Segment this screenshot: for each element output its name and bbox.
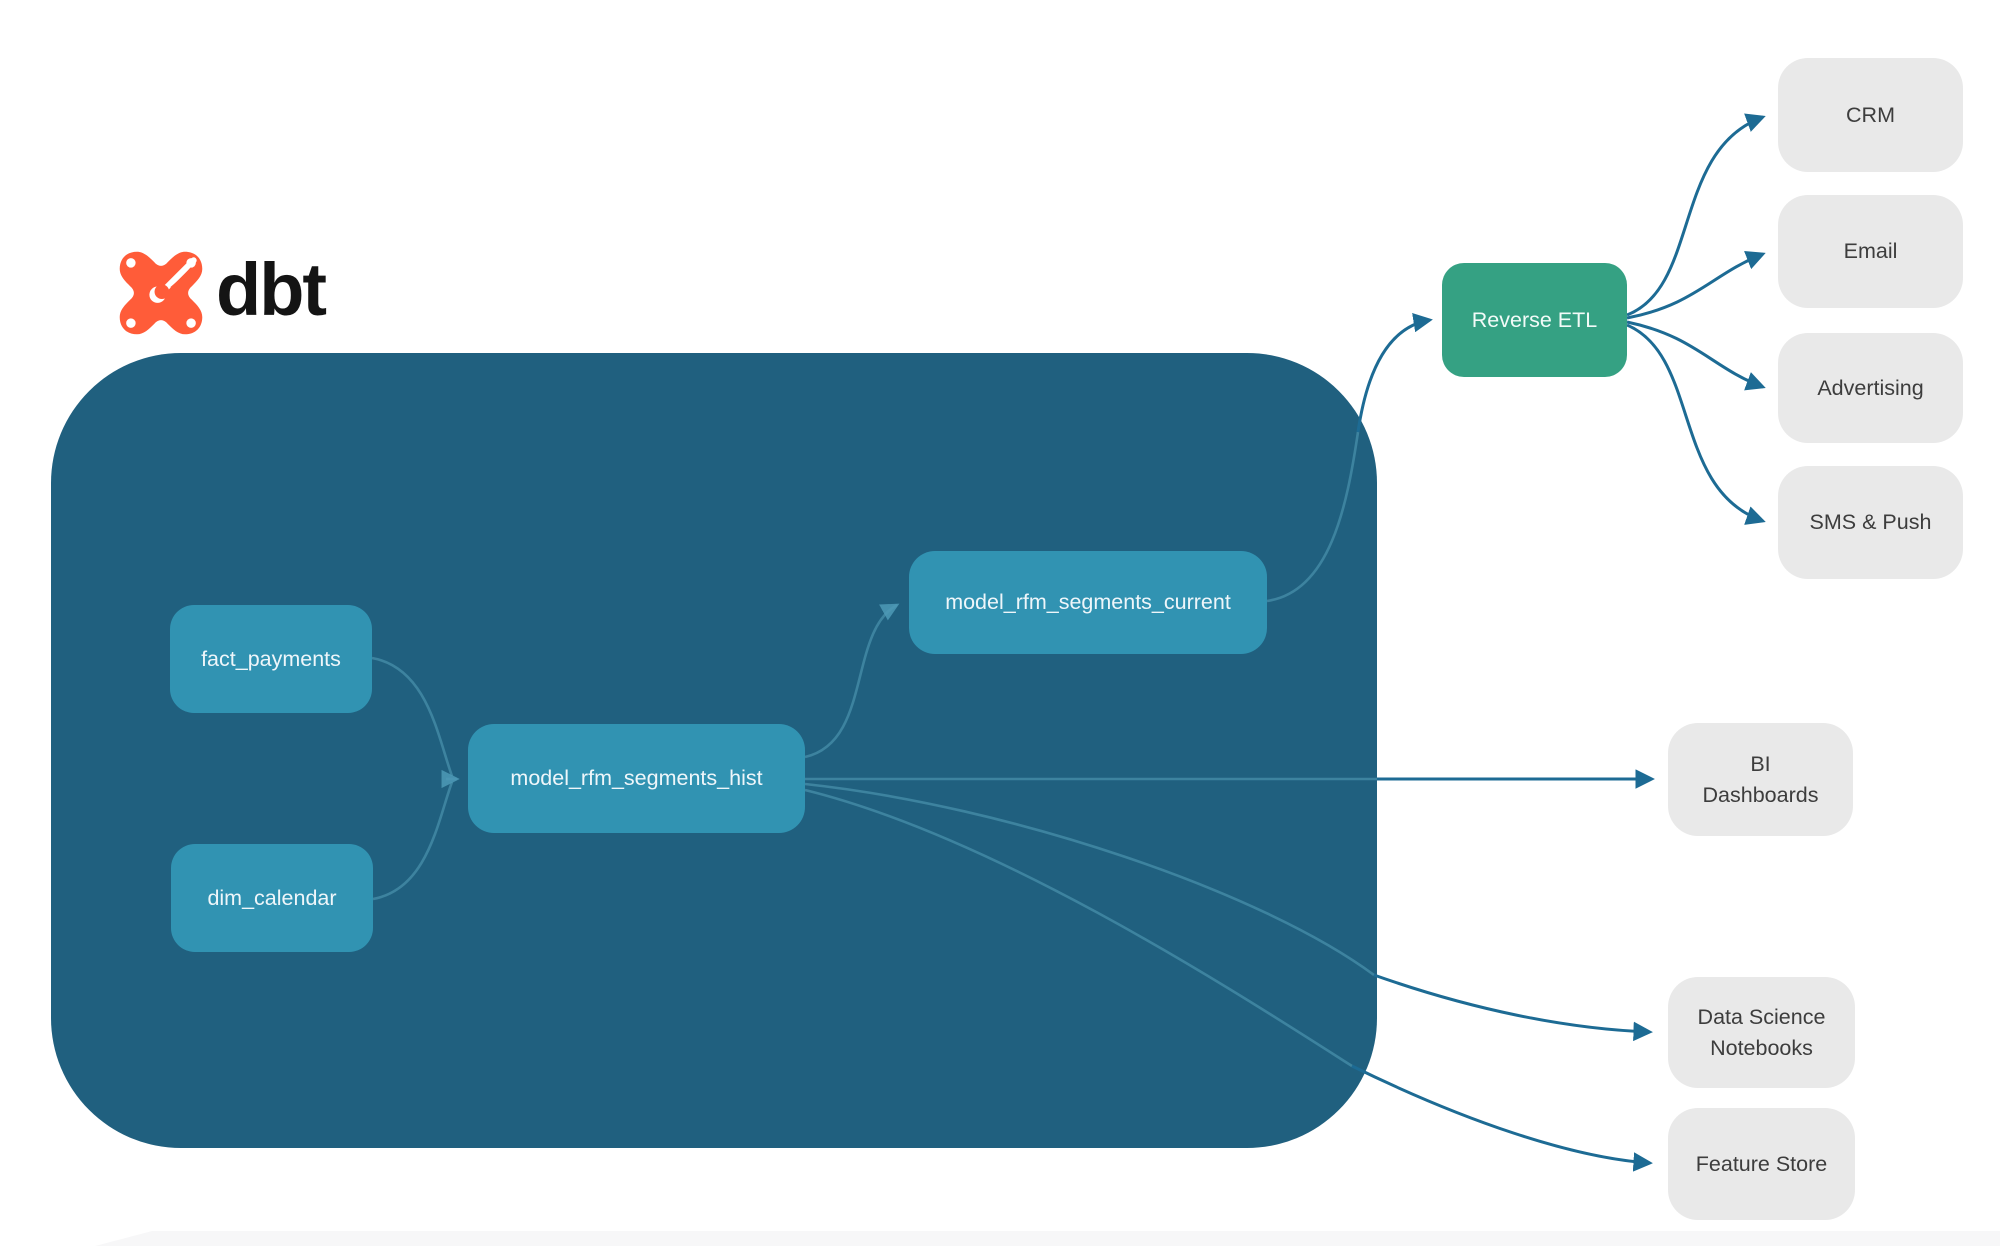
- node-model-rfm-segments-hist-label: model_rfm_segments_hist: [510, 766, 763, 790]
- edge-reverse-etl-to-crm: [1626, 113, 1766, 317]
- node-reverse-etl: Reverse ETL: [1442, 263, 1627, 377]
- dbt-dot-tr: [186, 258, 196, 268]
- edge-hist-to-current: [804, 603, 900, 759]
- edge-hist-to-feature-store-outer: [1351, 1064, 1653, 1172]
- dbt-logo: dbt: [118, 248, 327, 336]
- node-data-science-notebooks: Data Science Notebooks: [1668, 977, 1855, 1088]
- dbt-wordmark: dbt: [216, 248, 327, 331]
- edge-fact-payments-to-hist: [371, 656, 454, 777]
- edge-reverse-etl-to-advertising: [1626, 320, 1766, 391]
- node-fact-payments-label: fact_payments: [201, 646, 341, 671]
- edge-reverse-etl-to-email: [1626, 250, 1766, 320]
- node-model-rfm-segments-current: model_rfm_segments_current: [909, 551, 1267, 654]
- node-sms-push-label: SMS & Push: [1809, 510, 1932, 535]
- dbt-dot-br: [186, 318, 196, 328]
- node-crm-label: CRM: [1846, 102, 1895, 127]
- node-email: Email: [1778, 195, 1963, 308]
- edge-hist-to-feature-store-inner: [804, 788, 1353, 1068]
- node-sms-push: SMS & Push: [1778, 466, 1963, 579]
- node-advertising: Advertising: [1778, 333, 1963, 443]
- edge-current-to-reverse-etl-outer: [1356, 312, 1433, 433]
- dbt-crescent-inner: [154, 284, 170, 300]
- node-model-rfm-segments-hist: model_rfm_segments_hist: [468, 724, 805, 833]
- node-advertising-label: Advertising: [1817, 375, 1924, 400]
- edge-reverse-etl-to-sms-push: [1626, 323, 1766, 525]
- edge-hist-to-notebooks-outer: [1373, 973, 1653, 1042]
- dbt-dot-bl: [126, 318, 136, 328]
- dbt-logo-icon: [119, 251, 203, 335]
- node-model-rfm-segments-current-label: model_rfm_segments_current: [945, 590, 1231, 614]
- node-dim-calendar: dim_calendar: [171, 844, 373, 952]
- node-crm: CRM: [1778, 58, 1963, 172]
- edge-hist-to-notebooks-inner: [804, 782, 1375, 977]
- node-bi-dashboards-label: BI Dashboards: [1702, 752, 1819, 807]
- node-dim-calendar-label: dim_calendar: [207, 885, 337, 910]
- node-fact-payments: fact_payments: [170, 605, 372, 713]
- node-email-label: Email: [1843, 239, 1898, 264]
- node-feature-store-label: Feature Store: [1695, 1151, 1828, 1176]
- slide-bottom-strip: [95, 1231, 2000, 1246]
- node-data-science-notebooks-label: Data Science Notebooks: [1697, 1005, 1826, 1060]
- dbt-leaf: [170, 264, 193, 290]
- node-feature-store: Feature Store: [1668, 1108, 1855, 1220]
- dbt-dot-tl: [126, 258, 136, 268]
- edge-dim-calendar-to-hist: [372, 781, 454, 901]
- node-bi-dashboards: BI Dashboards: [1668, 723, 1853, 836]
- edge-current-to-reverse-etl-inner: [1266, 431, 1360, 603]
- node-reverse-etl-label: Reverse ETL: [1471, 307, 1598, 332]
